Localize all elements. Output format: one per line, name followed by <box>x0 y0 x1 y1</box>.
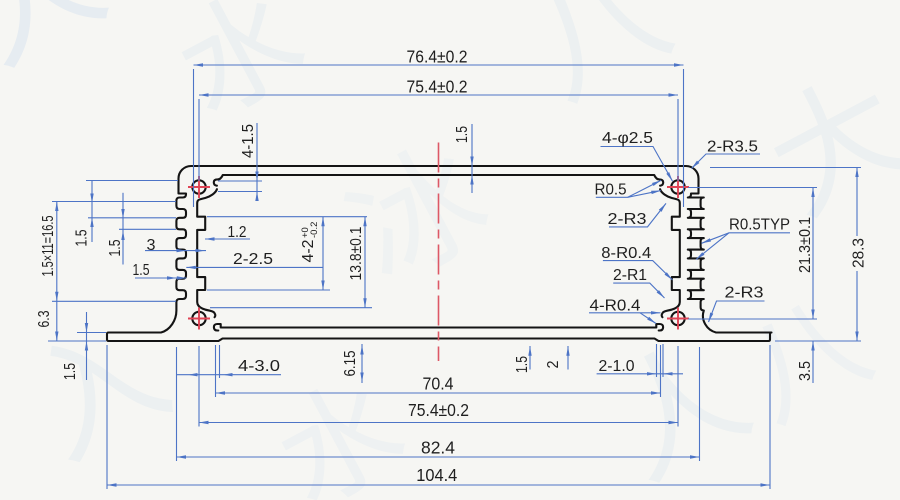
svg-text:+0: +0 <box>300 227 311 238</box>
svg-text:8-R0.4: 8-R0.4 <box>601 245 651 262</box>
svg-text:82.4: 82.4 <box>421 438 455 458</box>
svg-text:4-R0.4: 4-R0.4 <box>590 298 641 315</box>
svg-text:6.15: 6.15 <box>342 350 359 376</box>
svg-text:1.5: 1.5 <box>107 239 124 256</box>
svg-text:4-3.0: 4-3.0 <box>238 358 280 375</box>
svg-text:1.2: 1.2 <box>228 224 247 241</box>
svg-text:2-1.0: 2-1.0 <box>599 358 635 375</box>
svg-text:2: 2 <box>545 360 562 368</box>
svg-text:1.5: 1.5 <box>74 229 91 246</box>
svg-text:4-1.5: 4-1.5 <box>240 124 257 158</box>
svg-text:2-R3.5: 2-R3.5 <box>707 139 758 156</box>
svg-text:28.3: 28.3 <box>851 238 868 268</box>
svg-text:6.3: 6.3 <box>36 310 53 327</box>
svg-text:R0.5: R0.5 <box>595 182 627 199</box>
svg-text:2-2.5: 2-2.5 <box>233 251 273 268</box>
svg-text:104.4: 104.4 <box>416 465 457 485</box>
svg-text:2-R3: 2-R3 <box>608 211 647 228</box>
svg-text:21.3±0.1: 21.3±0.1 <box>797 217 814 273</box>
svg-text:4-φ2.5: 4-φ2.5 <box>602 130 653 147</box>
svg-text:1.5: 1.5 <box>454 126 471 143</box>
svg-text:2-R3: 2-R3 <box>725 285 764 302</box>
svg-text:1.5: 1.5 <box>514 356 531 373</box>
svg-text:3.5: 3.5 <box>797 361 814 381</box>
svg-text:75.4±0.2: 75.4±0.2 <box>407 77 468 97</box>
svg-text:75.4±0.2: 75.4±0.2 <box>408 400 469 420</box>
svg-text:4-2: 4-2 <box>300 239 317 262</box>
svg-text:70.4: 70.4 <box>423 374 454 394</box>
svg-text:76.4±0.2: 76.4±0.2 <box>407 46 468 66</box>
svg-text:R0.5TYP: R0.5TYP <box>729 217 790 234</box>
svg-text:2-R1: 2-R1 <box>613 267 647 284</box>
svg-text:3: 3 <box>147 237 156 254</box>
svg-text:1.5×11=16.5: 1.5×11=16.5 <box>40 215 57 276</box>
svg-text:1.5: 1.5 <box>62 363 79 380</box>
svg-text:-0.2: -0.2 <box>309 222 320 238</box>
svg-text:1.5: 1.5 <box>133 262 150 279</box>
svg-text:13.8±0.1: 13.8±0.1 <box>348 226 365 280</box>
